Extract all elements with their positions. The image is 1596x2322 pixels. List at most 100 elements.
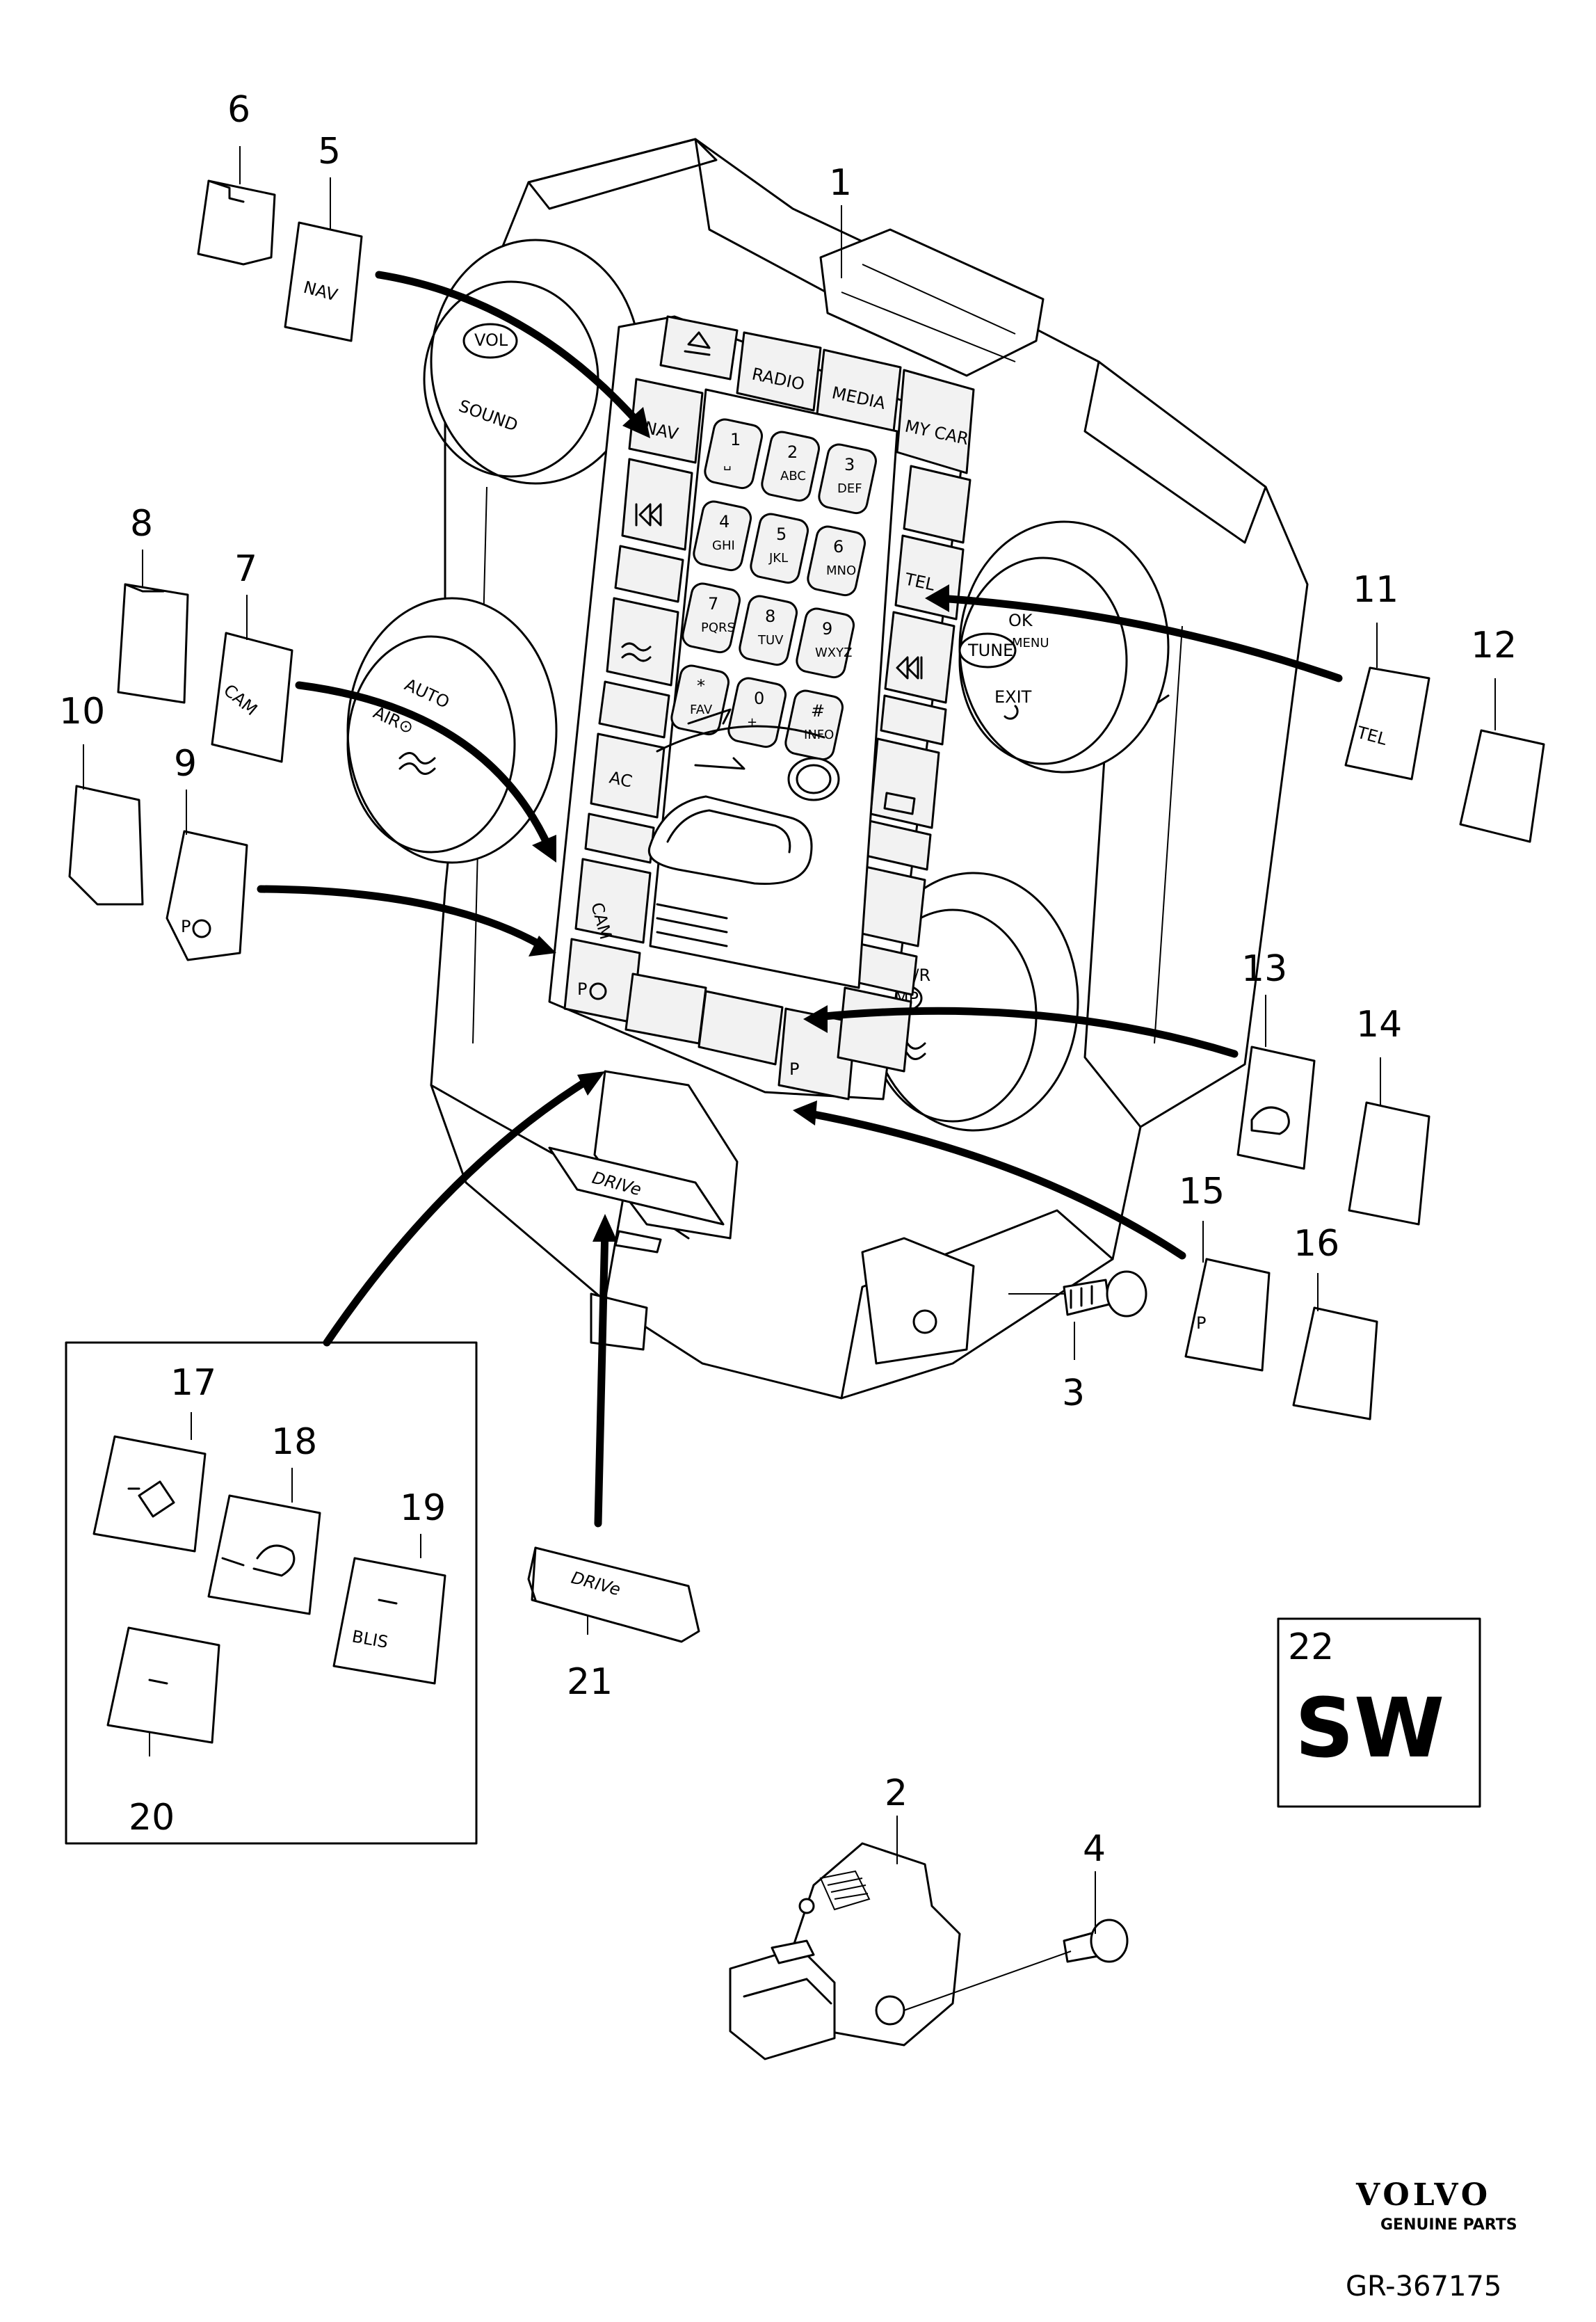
keypad-letters: WXYZ	[815, 646, 852, 660]
screw-4	[1063, 1919, 1129, 1963]
callout-19: 19	[400, 1487, 446, 1529]
cap-17	[92, 1435, 207, 1553]
inset-box	[65, 1341, 478, 1845]
cap-15	[1184, 1258, 1271, 1372]
keypad-key-10[interactable]: * FAV	[670, 664, 731, 737]
keypad-letters: +	[747, 715, 757, 730]
keypad-key-1[interactable]: 1␣	[703, 417, 764, 490]
climate-knob-left: AUTO AIR⊙	[346, 597, 558, 864]
keypad-digit: 3	[844, 455, 855, 474]
keypad-digit: 6	[833, 537, 844, 557]
cap-9-park	[166, 830, 248, 961]
volvo-logo: VOLVO	[1355, 2177, 1491, 2213]
keypad-digit: 2	[787, 442, 798, 462]
callout-14: 14	[1356, 1004, 1402, 1046]
callout-6: 6	[227, 89, 250, 131]
mycar-button[interactable]	[896, 369, 975, 474]
cap-20	[106, 1626, 220, 1744]
keypad-letters: ABC	[780, 469, 806, 483]
cap-19-blis	[332, 1557, 446, 1685]
diagram-code: GR-367175	[1346, 2271, 1501, 2303]
keypad-letters: FAV	[690, 703, 713, 717]
ac-label: AC	[608, 767, 634, 791]
svg-text:P: P	[789, 1059, 799, 1079]
keypad-digit: *	[697, 676, 705, 696]
cap-8	[117, 583, 189, 704]
assembly-arrows	[257, 271, 1343, 1528]
callout-11: 11	[1353, 569, 1398, 611]
keypad-digit: #	[811, 701, 825, 721]
callout-2: 2	[885, 1772, 908, 1814]
callout-21: 21	[567, 1661, 613, 1703]
svg-text:P: P	[577, 979, 587, 999]
keypad-digit: 0	[754, 689, 764, 708]
ok-label: OK	[1008, 611, 1033, 630]
keypad-letters: PQRS	[701, 620, 735, 635]
cap-16	[1292, 1306, 1378, 1420]
part-2-unit	[729, 1842, 1072, 2060]
keypad-digit: 5	[776, 525, 787, 544]
keypad-letters: ␣	[723, 456, 731, 471]
keypad-letters: JKL	[768, 551, 788, 566]
svg-text:P: P	[181, 917, 191, 936]
tune-label: TUNE	[967, 641, 1013, 660]
keypad-grid: 1␣2ABC3DEF4GHI5JKL6MNO7PQRS8TUV9WXYZ*FAV…	[670, 417, 878, 762]
cam-button[interactable]	[574, 858, 652, 944]
cap-5-nav	[284, 221, 363, 342]
keypad-digit: 9	[822, 619, 832, 639]
vol-label: VOL	[474, 330, 508, 350]
keypad-letters: TUV	[757, 633, 784, 648]
sw-box-number: 22	[1288, 1626, 1334, 1668]
cap-11-tel	[1344, 666, 1430, 780]
callout-3: 3	[1062, 1372, 1085, 1414]
callout-1: 1	[829, 162, 852, 204]
keypad-key-12[interactable]: #INFO	[784, 689, 845, 762]
cap-6	[197, 179, 276, 266]
keypad-digit: 7	[708, 594, 718, 614]
cap-18	[207, 1494, 321, 1615]
keypad-digit: 1	[730, 430, 741, 449]
callout-labels: 1 2 3 4 5 6 7 8 9 10 11 12 13 14 15 16 1…	[59, 89, 1517, 1870]
callout-12: 12	[1471, 625, 1517, 666]
callout-15: 15	[1179, 1171, 1225, 1212]
cap-10	[68, 785, 144, 906]
cap-12	[1459, 729, 1545, 843]
keypad-letters: GHI	[712, 538, 735, 553]
keypad-key-11[interactable]: 0+	[727, 676, 788, 749]
control-panel-assembly: VOL SOUND AUTO AIR⊙ OK MENU TUNE EXIT L/…	[346, 138, 1309, 1400]
callout-13: 13	[1241, 948, 1287, 990]
keypad-letters: DEF	[837, 481, 862, 496]
callout-20: 20	[129, 1797, 175, 1839]
volume-knob: VOL SOUND	[423, 239, 641, 485]
callout-7: 7	[234, 548, 257, 590]
callout-5: 5	[318, 131, 341, 173]
keypad-letters: MNO	[826, 563, 856, 578]
svg-text:P: P	[1196, 1313, 1206, 1333]
exit-label: EXIT	[994, 687, 1032, 707]
genuine-parts-label: GENUINE PARTS	[1380, 2216, 1517, 2234]
keypad-digit: 4	[719, 512, 730, 531]
cap-7-cam	[211, 632, 293, 763]
menu-label: MENU	[1012, 636, 1049, 650]
ac-button[interactable]	[590, 732, 666, 819]
radio-button[interactable]	[736, 331, 822, 412]
callout-16: 16	[1293, 1223, 1339, 1265]
sw-box	[1277, 1617, 1481, 1808]
callout-8: 8	[130, 503, 153, 545]
numeric-keypad: 1␣2ABC3DEF4GHI5JKL6MNO7PQRS8TUV9WXYZ*FAV…	[648, 388, 898, 989]
sw-box-text: SW	[1295, 1680, 1444, 1776]
keypad-digit: 8	[765, 607, 775, 626]
callout-4: 4	[1083, 1828, 1106, 1870]
cap-14	[1348, 1101, 1430, 1226]
screw-3	[1063, 1270, 1147, 1318]
callout-10: 10	[59, 691, 105, 732]
